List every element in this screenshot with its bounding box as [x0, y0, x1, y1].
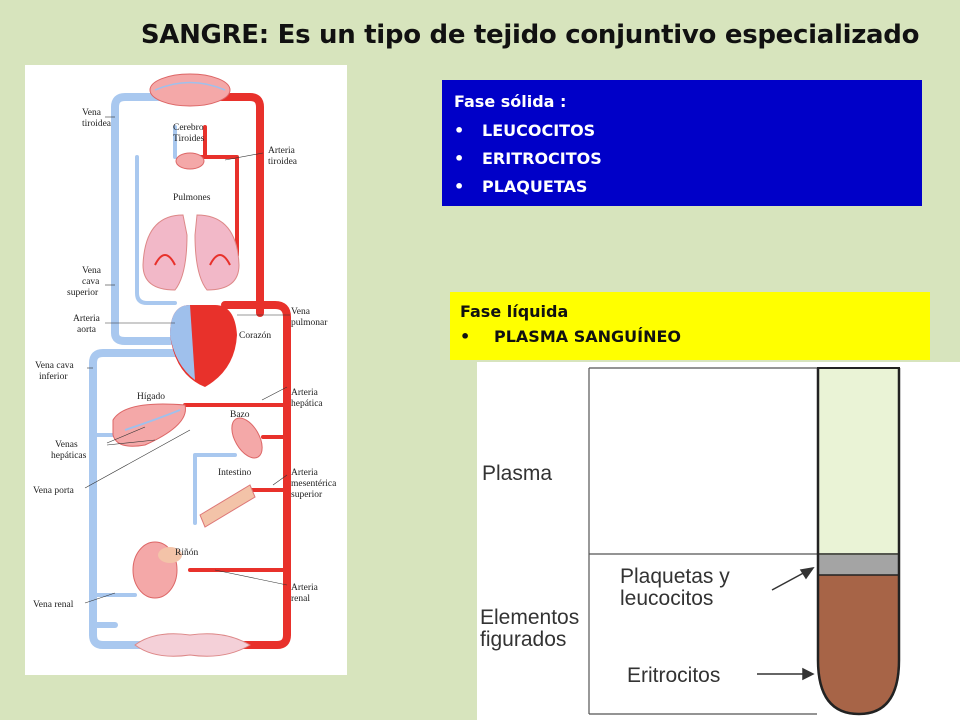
- liver-organ: [113, 404, 186, 446]
- solid-phase-list: LEUCOCITOS ERITROCITOS PLAQUETAS: [454, 117, 910, 201]
- solid-phase-box: Fase sólida : LEUCOCITOS ERITROCITOS PLA…: [442, 80, 922, 206]
- label-corazon: Corazón: [239, 331, 271, 341]
- intestine-organ: [200, 485, 255, 527]
- liquid-phase-list: PLASMA SANGUÍNEO: [460, 323, 920, 351]
- solid-phase-header: Fase sólida :: [454, 92, 910, 111]
- lungs-organ: [143, 215, 187, 290]
- label-eritrocitos: Eritrocitos: [627, 664, 720, 687]
- list-item: PLASMA SANGUÍNEO: [460, 323, 920, 351]
- tube-erythrocytes: [819, 575, 898, 713]
- label-vena-porta: Vena porta: [33, 486, 75, 496]
- liquid-phase-box: Fase líquida PLASMA SANGUÍNEO: [450, 292, 930, 360]
- thyroid-organ: [176, 153, 204, 169]
- brain-organ: [150, 74, 230, 106]
- list-item: ERITROCITOS: [454, 145, 910, 173]
- label-pulmones: Pulmones: [173, 193, 211, 203]
- tube-buffy-coat: [819, 555, 898, 575]
- label-intestino: Intestino: [218, 468, 251, 478]
- label-higado: Hígado: [137, 392, 165, 402]
- list-item: PLAQUETAS: [454, 173, 910, 201]
- label-plasma: Plasma: [482, 462, 552, 485]
- label-bazo: Bazo: [230, 410, 250, 420]
- label-vena-renal: Vena renal: [33, 600, 74, 610]
- lower-body-capillaries: [135, 634, 250, 657]
- page-title: SANGRE: Es un tipo de tejido conjuntivo …: [0, 20, 960, 50]
- label-rinon: Riñón: [175, 548, 198, 558]
- list-item: LEUCOCITOS: [454, 117, 910, 145]
- liquid-phase-header: Fase líquida: [460, 302, 920, 321]
